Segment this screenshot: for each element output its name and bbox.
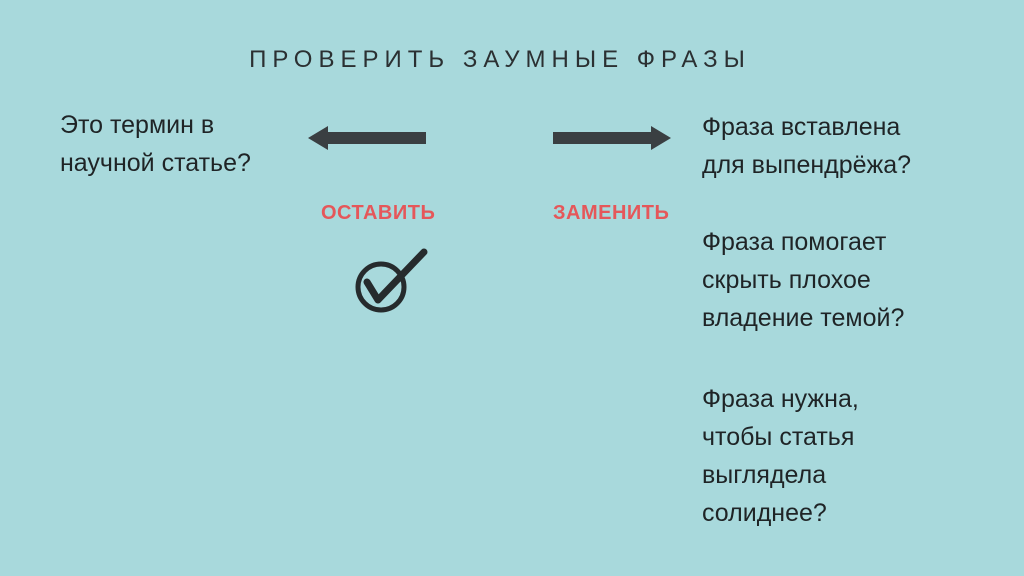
- right-question-2: Фраза помогает скрыть плохое владение те…: [702, 223, 904, 337]
- right-question-3-line-1: Фраза нужна,: [702, 385, 859, 413]
- arrow-right-icon: [553, 126, 671, 150]
- left-question: Это термин в научной статье?: [60, 106, 251, 182]
- right-question-3-line-2: чтобы статья: [702, 423, 855, 451]
- right-question-3: Фраза нужна, чтобы статья выглядела соли…: [702, 380, 859, 532]
- left-question-line-2: научной статье?: [60, 149, 251, 177]
- replace-label: ЗАМЕНИТЬ: [553, 202, 670, 224]
- right-question-2-line-2: скрыть плохое: [702, 266, 871, 294]
- right-question-2-line-1: Фраза помогает: [702, 228, 887, 256]
- right-question-1-line-1: Фраза вставлена: [702, 113, 901, 141]
- right-question-1-line-2: для выпендрёжа?: [702, 151, 912, 179]
- arrow-left-icon: [308, 126, 426, 150]
- right-question-3-line-4: солиднее?: [702, 499, 827, 527]
- check-circle-icon: [355, 248, 428, 313]
- page-title: ПРОВЕРИТЬ ЗАУМНЫЕ ФРАЗЫ: [249, 46, 751, 73]
- right-question-2-line-3: владение темой?: [702, 304, 905, 332]
- right-question-1: Фраза вставлена для выпендрёжа?: [702, 108, 911, 184]
- right-question-3-line-3: выглядела: [702, 461, 827, 489]
- keep-label: ОСТАВИТЬ: [321, 202, 436, 224]
- left-question-line-1: Это термин в: [60, 111, 215, 139]
